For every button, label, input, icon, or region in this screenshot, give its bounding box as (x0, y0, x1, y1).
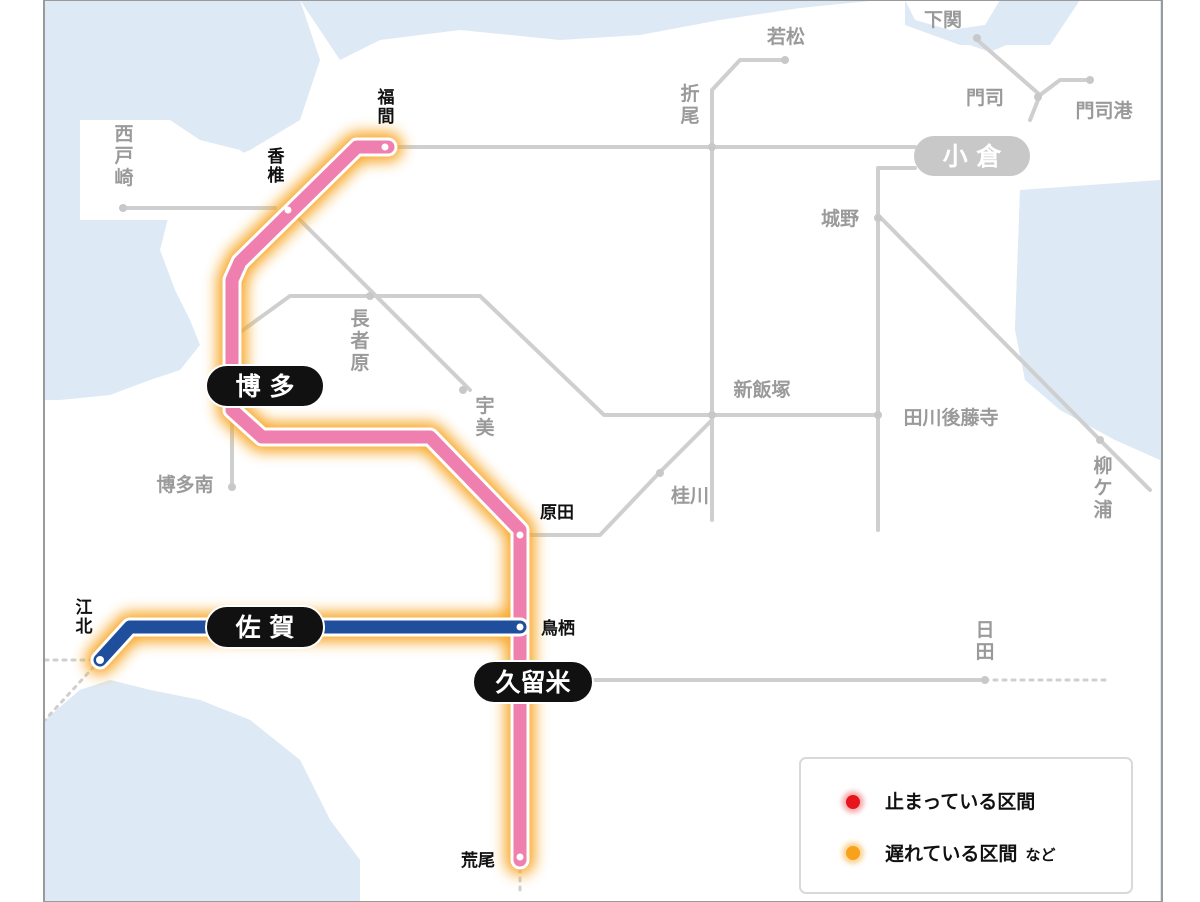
pill-saga-label: 佐 賀 (235, 613, 295, 642)
station-dot-shimonoseki[interactable] (973, 34, 981, 42)
legend-stopped-dot (846, 795, 860, 809)
label-harada: 原田 (540, 503, 574, 523)
pill-kurume[interactable]: 久留米 (472, 660, 594, 704)
inactive-station-dots (119, 34, 1104, 684)
land-uminonakamichi (80, 120, 280, 220)
inactive-labels: 西戸崎 若松 折尾 下関 門司 門司港 城野 長者原 宇美 新飯塚 田川後藤寺 … (114, 9, 1133, 663)
label-shimonoseki: 下関 (924, 9, 962, 31)
legend: 止まっている区間 遅れている区間など (799, 757, 1133, 894)
line-hitahikosan (876, 166, 917, 532)
active-lines (90, 137, 530, 870)
label-jono: 城野 (821, 207, 859, 230)
map-frame (43, 0, 1163, 902)
sea-ariake (45, 680, 360, 902)
station-dot-kashii[interactable] (284, 206, 292, 214)
label-hakataminami: 博多南 (156, 473, 213, 496)
label-keisen: 桂川 (670, 484, 709, 507)
pill-kokura[interactable]: 小 倉 (914, 136, 1030, 176)
label-moji: 門司 (966, 87, 1004, 109)
label-wakamatsu: 若松 (767, 25, 805, 48)
legend-delayed-suffix: など (1025, 846, 1055, 864)
pill-kurume-bg (472, 660, 594, 704)
station-dot-moji[interactable] (1034, 93, 1042, 101)
pill-hakata[interactable]: 博 多 (205, 364, 325, 408)
line-kagoshima-main (225, 140, 527, 867)
station-dot-nishitozaki[interactable] (119, 204, 127, 212)
station-dot-yanagigaura[interactable] (1096, 436, 1104, 444)
line-nagasaki-main (93, 620, 527, 667)
label-chojabaru: 長者原 (350, 308, 370, 374)
station-dot-hakataminami[interactable] (228, 483, 236, 491)
station-dot-tosu[interactable] (516, 623, 524, 631)
legend-delayed-label: 遅れている区間 (885, 843, 1017, 865)
station-dot-chojabaru[interactable] (366, 292, 374, 300)
legend-delayed-dot (846, 846, 860, 860)
pill-hakata-label: 博 多 (236, 372, 295, 401)
station-dot-hita[interactable] (981, 676, 989, 684)
label-orio: 折尾 (680, 83, 699, 127)
pill-kurume-label: 久留米 (495, 668, 571, 697)
station-dot-wakamatsu[interactable] (781, 56, 789, 64)
label-kashii: 香椎 (267, 147, 285, 186)
pill-hakata-bg (205, 364, 325, 408)
station-dot-harada[interactable] (516, 531, 524, 539)
inactive-lines (123, 36, 1152, 682)
legend-delayed-row: 遅れている区間など (885, 843, 1055, 865)
label-mojiko: 門司港 (1075, 100, 1133, 122)
label-yanagigaura: 柳ケ浦 (1093, 454, 1112, 521)
legend-stopped-label: 止まっている区間 (885, 791, 1035, 813)
station-dot-shiniizuka[interactable] (708, 411, 716, 419)
line-sasaguri (230, 294, 880, 417)
line-kashii-umi (286, 206, 472, 392)
station-dot-umi[interactable] (459, 386, 467, 394)
line-harada-keisen (528, 418, 714, 537)
active-labels: 福間 香椎 原田 鳥栖 荒尾 江北 (76, 87, 576, 871)
pill-saga-bg (205, 605, 325, 649)
pill-kokura-label: 小 倉 (943, 142, 1003, 171)
label-hita: 日田 (975, 619, 994, 663)
station-dot-orio[interactable] (708, 143, 716, 151)
station-dot-arao[interactable] (516, 853, 524, 861)
station-dot-tagawagotoji[interactable] (874, 411, 882, 419)
label-tagawagotoji: 田川後藤寺 (903, 406, 998, 429)
label-shiniizuka: 新飯塚 (733, 378, 790, 401)
pill-saga[interactable]: 佐 賀 (205, 605, 325, 649)
station-dot-jono[interactable] (874, 214, 882, 222)
label-umi: 宇美 (475, 395, 495, 439)
land-honshu (905, 0, 1000, 30)
active-station-dots (96, 143, 524, 861)
legend-box (799, 757, 1133, 894)
line-chikuho (710, 58, 787, 522)
sea-hakata-bay (45, 0, 320, 400)
inactive-lines-dotted (43, 438, 1152, 897)
label-tosu: 鳥栖 (541, 618, 575, 639)
pill-kokura-bg (914, 136, 1030, 176)
label-arao: 荒尾 (460, 850, 495, 871)
station-dot-keisen[interactable] (656, 469, 664, 477)
line-kagoshima-kitakyushu (1038, 78, 1092, 97)
station-dot-kohoku[interactable] (96, 656, 104, 664)
line-nippo-south (1098, 438, 1152, 492)
label-nishitozaki: 西戸崎 (114, 123, 133, 189)
left-margin (0, 0, 43, 902)
station-dot-fukuoka[interactable] (381, 143, 389, 151)
land-kyushu (45, 0, 1160, 902)
label-fukuoka: 福間 (377, 87, 395, 127)
label-kohoku: 江北 (76, 598, 93, 637)
right-margin (1163, 0, 1200, 902)
station-dot-mojiko[interactable] (1086, 76, 1094, 84)
